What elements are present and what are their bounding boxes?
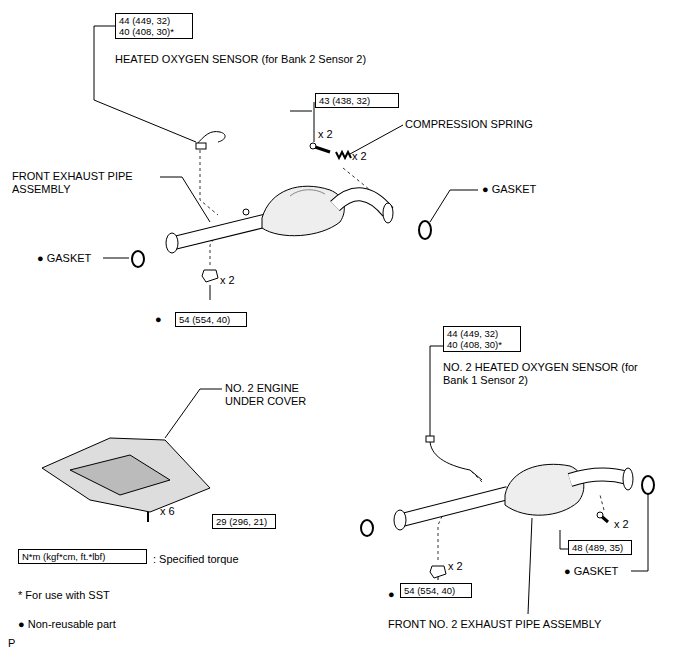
part-label: ● GASKET: [37, 252, 91, 265]
part-label: x 2: [318, 128, 333, 141]
part-label: : Specified torque: [153, 553, 239, 566]
torque-value: N*m (kgf*cm, ft.*lbf): [22, 551, 143, 562]
nut: [202, 270, 218, 282]
leader-line: [160, 177, 210, 222]
part-label: NO. 2 HEATED OXYGEN SENSOR (for Bank 1 S…: [443, 361, 648, 387]
nut: [430, 566, 446, 578]
torque-box: N*m (kgf*cm, ft.*lbf): [18, 549, 147, 564]
torque-box: 48 (489, 35): [568, 540, 632, 555]
leader-line: [430, 190, 478, 222]
gasket: [132, 251, 144, 267]
part-label: ● Non-reusable part: [18, 618, 116, 631]
torque-value: 54 (554, 40): [404, 585, 468, 596]
gasket: [642, 476, 654, 494]
part-label: HEATED OXYGEN SENSOR (for Bank 2 Sensor …: [115, 53, 366, 66]
part-label: ● GASKET: [564, 565, 618, 578]
torque-value: 54 (554, 40): [179, 314, 243, 325]
compression-spring: [336, 152, 351, 158]
part-label: FRONT EXHAUST PIPE ASSEMBLY: [12, 170, 162, 196]
part-label: COMPRESSION SPRING: [405, 118, 533, 131]
torque-box: 54 (554, 40): [400, 583, 472, 598]
leader-line: [103, 258, 129, 259]
torque-box: 29 (296, 21): [212, 514, 276, 529]
torque-box: 54 (554, 40): [175, 312, 247, 327]
part-label: * For use with SST: [18, 589, 110, 602]
torque-box: 44 (449, 32)40 (408, 30)*: [443, 326, 521, 352]
leader-line: [165, 389, 222, 438]
leader-line: [528, 518, 532, 614]
leader-line: [560, 530, 568, 549]
torque-value: 40 (408, 30)*: [447, 339, 517, 350]
part-label: NO. 2 ENGINE UNDER COVER: [225, 382, 335, 408]
part-label: FRONT NO. 2 EXHAUST PIPE ASSEMBLY: [388, 618, 601, 631]
leader-line: [350, 125, 403, 154]
part-label: P: [8, 637, 15, 650]
front-exhaust-pipe: [166, 186, 393, 253]
part-label: x 6: [160, 505, 175, 518]
leader-line: [210, 285, 211, 300]
gasket: [361, 520, 373, 536]
part-label: ●: [388, 588, 395, 601]
oxygen-sensor: [196, 132, 225, 149]
torque-box: 43 (438, 32): [315, 93, 399, 108]
torque-value: 44 (449, 32): [119, 15, 189, 26]
torque-box: 44 (449, 32)40 (408, 30)*: [115, 13, 193, 39]
install-line: [600, 495, 604, 510]
part-label: ● GASKET: [482, 183, 536, 196]
torque-value: 43 (438, 32): [319, 95, 395, 106]
front-no2-exhaust-pipe: [394, 464, 633, 530]
leader-line: [430, 346, 443, 438]
engine-under-cover: [42, 438, 210, 522]
bolt: [597, 512, 608, 522]
part-label: x 2: [220, 274, 235, 287]
gasket: [419, 221, 431, 239]
leader-line: [94, 26, 196, 142]
torque-value: 29 (296, 21): [216, 516, 272, 527]
leader-line: [631, 494, 648, 571]
leader-line: [314, 102, 315, 142]
install-line: [200, 150, 218, 215]
torque-value: 44 (449, 32): [447, 328, 517, 339]
torque-value: 40 (408, 30)*: [119, 26, 189, 37]
leader-line: [290, 111, 312, 112]
oxygen-sensor: [426, 436, 482, 480]
bolt: [310, 143, 330, 152]
part-label: x 2: [614, 518, 629, 531]
part-label: x 2: [352, 150, 367, 163]
part-label: ●: [155, 313, 162, 326]
part-label: x 2: [448, 560, 463, 573]
leader-line: [438, 577, 439, 580]
torque-value: 48 (489, 35): [572, 542, 628, 553]
